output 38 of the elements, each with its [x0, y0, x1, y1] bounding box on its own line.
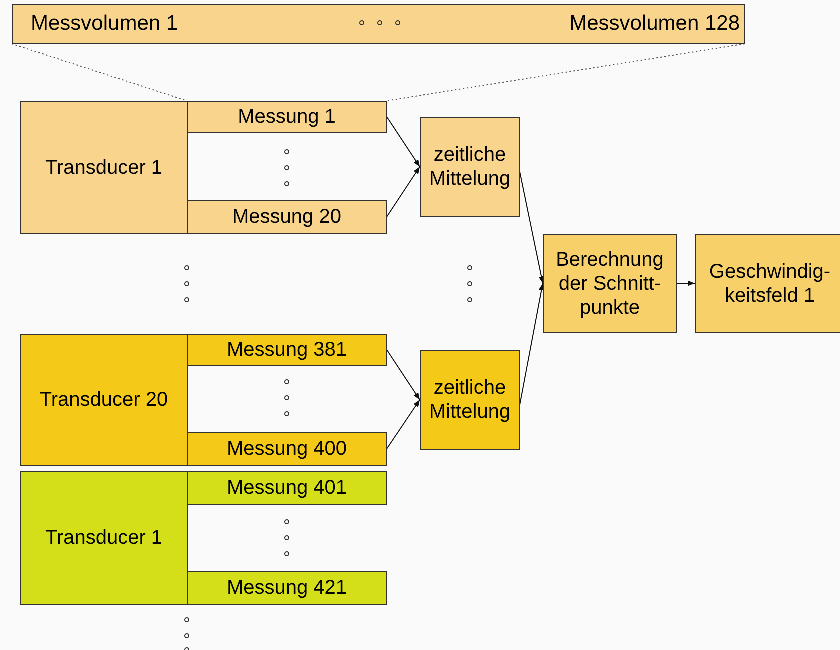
node-label: zeitliche Mittelung: [428, 376, 512, 424]
node-label: Messung 401: [226, 476, 348, 500]
arrow: [520, 172, 544, 284]
arrow: [676, 280, 696, 286]
node-label: zeitliche Mittelung: [428, 143, 512, 191]
measurement-box: [187, 432, 387, 466]
transducer-box: [20, 101, 188, 234]
dotted-line: [12, 44, 188, 102]
node-label: Geschwindig- keitsfeld 1: [708, 260, 832, 308]
result-box: [695, 234, 840, 333]
node-label: Messung 400: [226, 437, 348, 461]
transducer-box: [20, 471, 188, 605]
measurement-box: [187, 334, 387, 366]
volume-label: Messvolumen 1: [31, 11, 178, 37]
node-label: Messung 381: [226, 338, 348, 362]
arrow: [386, 400, 420, 450]
node-label: Transducer 1: [45, 156, 163, 180]
node-label: Messung 1: [238, 105, 336, 129]
node-label: Berechnung der Schnitt- punkte: [555, 248, 665, 320]
measurement-box: [187, 200, 387, 234]
arrow: [386, 166, 420, 218]
measurement-box: [187, 101, 387, 133]
process-box: [420, 117, 520, 217]
measurement-volume-bar: [12, 4, 745, 44]
process-box: [420, 350, 520, 450]
measurement-box: [187, 571, 387, 605]
node-label: Transducer 1: [45, 526, 163, 550]
arrow: [520, 283, 544, 406]
process-box: [543, 234, 677, 333]
transducer-box: [20, 334, 188, 466]
node-label: Messung 421: [226, 576, 348, 600]
dotted-line: [386, 44, 746, 102]
arrow: [386, 350, 420, 400]
node-label: Messung 20: [232, 205, 342, 229]
volume-label: Messvolumen 128: [570, 11, 740, 37]
node-label: Transducer 20: [40, 388, 168, 412]
measurement-box: [187, 471, 387, 505]
arrow: [386, 116, 420, 168]
